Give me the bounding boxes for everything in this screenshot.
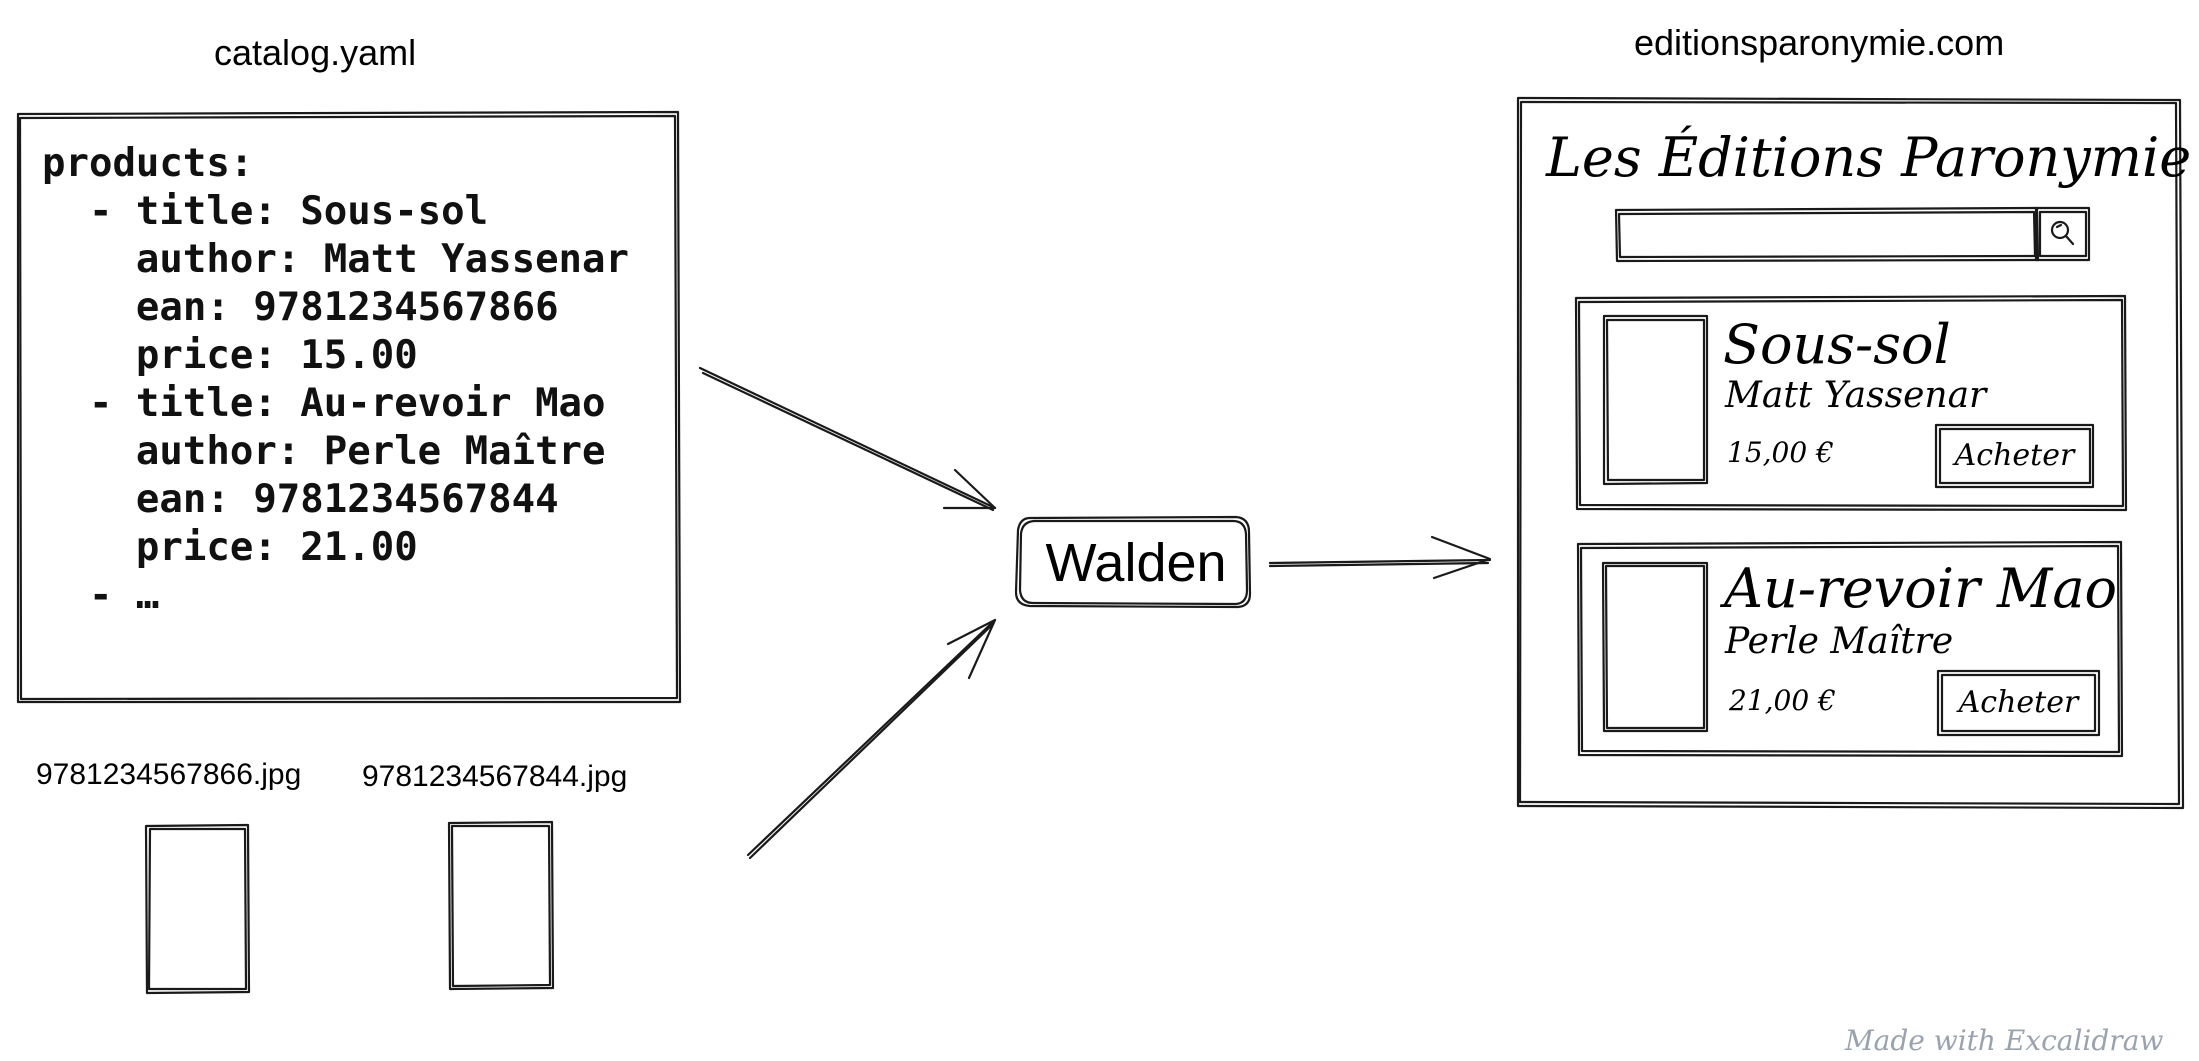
product-card: Sous-sol Matt Yassenar 15,00 € Acheter [1577, 297, 2125, 509]
search-button[interactable] [2036, 208, 2089, 260]
yaml-line: price: 21.00 [42, 525, 418, 570]
product-author: Matt Yassenar [1725, 375, 1987, 416]
book-cover [1604, 316, 1707, 483]
image-placeholder [146, 825, 250, 993]
image-placeholder [449, 822, 553, 989]
product-title: Au-revoir Mao [1724, 557, 2118, 620]
yaml-line: products: [42, 141, 254, 186]
yaml-line: author: Matt Yassenar [42, 237, 629, 282]
yaml-filename: catalog.yaml [214, 32, 417, 73]
image-filename: 9781234567866.jpg [36, 758, 302, 791]
image-filename: 9781234567844.jpg [362, 760, 628, 793]
search-icon [2050, 220, 2075, 246]
yaml-line: price: 15.00 [42, 333, 418, 378]
product-card: Au-revoir Mao Perle Maître 21,00 € Achet… [1579, 543, 2121, 755]
yaml-line: - title: Au-revoir Mao [42, 381, 606, 426]
buy-button[interactable]: Acheter [1954, 438, 2075, 473]
book-cover [1603, 563, 1707, 731]
site-title: Les Éditions Paronymie [1546, 126, 2192, 189]
search-input[interactable] [1617, 210, 2037, 260]
product-price: 21,00 € [1729, 684, 1836, 717]
walden-node-label: Walden [1045, 533, 1227, 593]
yaml-line: ean: 9781234567866 [42, 285, 559, 330]
product-author: Perle Maître [1725, 621, 1954, 662]
yaml-line: ean: 9781234567844 [42, 477, 559, 522]
yaml-line: author: Perle Maître [42, 429, 606, 474]
website-domain: editionsparonymie.com [1634, 22, 2005, 63]
yaml-code-block: products: - title: Sous-sol author: Matt… [42, 140, 629, 620]
buy-button[interactable]: Acheter [1958, 685, 2079, 720]
yaml-line: - … [42, 573, 160, 618]
yaml-line: - title: Sous-sol [42, 189, 489, 234]
product-title: Sous-sol [1723, 313, 1951, 376]
excalidraw-watermark: Made with Excalidraw [1845, 1024, 2164, 1057]
product-price: 15,00 € [1727, 436, 1834, 469]
